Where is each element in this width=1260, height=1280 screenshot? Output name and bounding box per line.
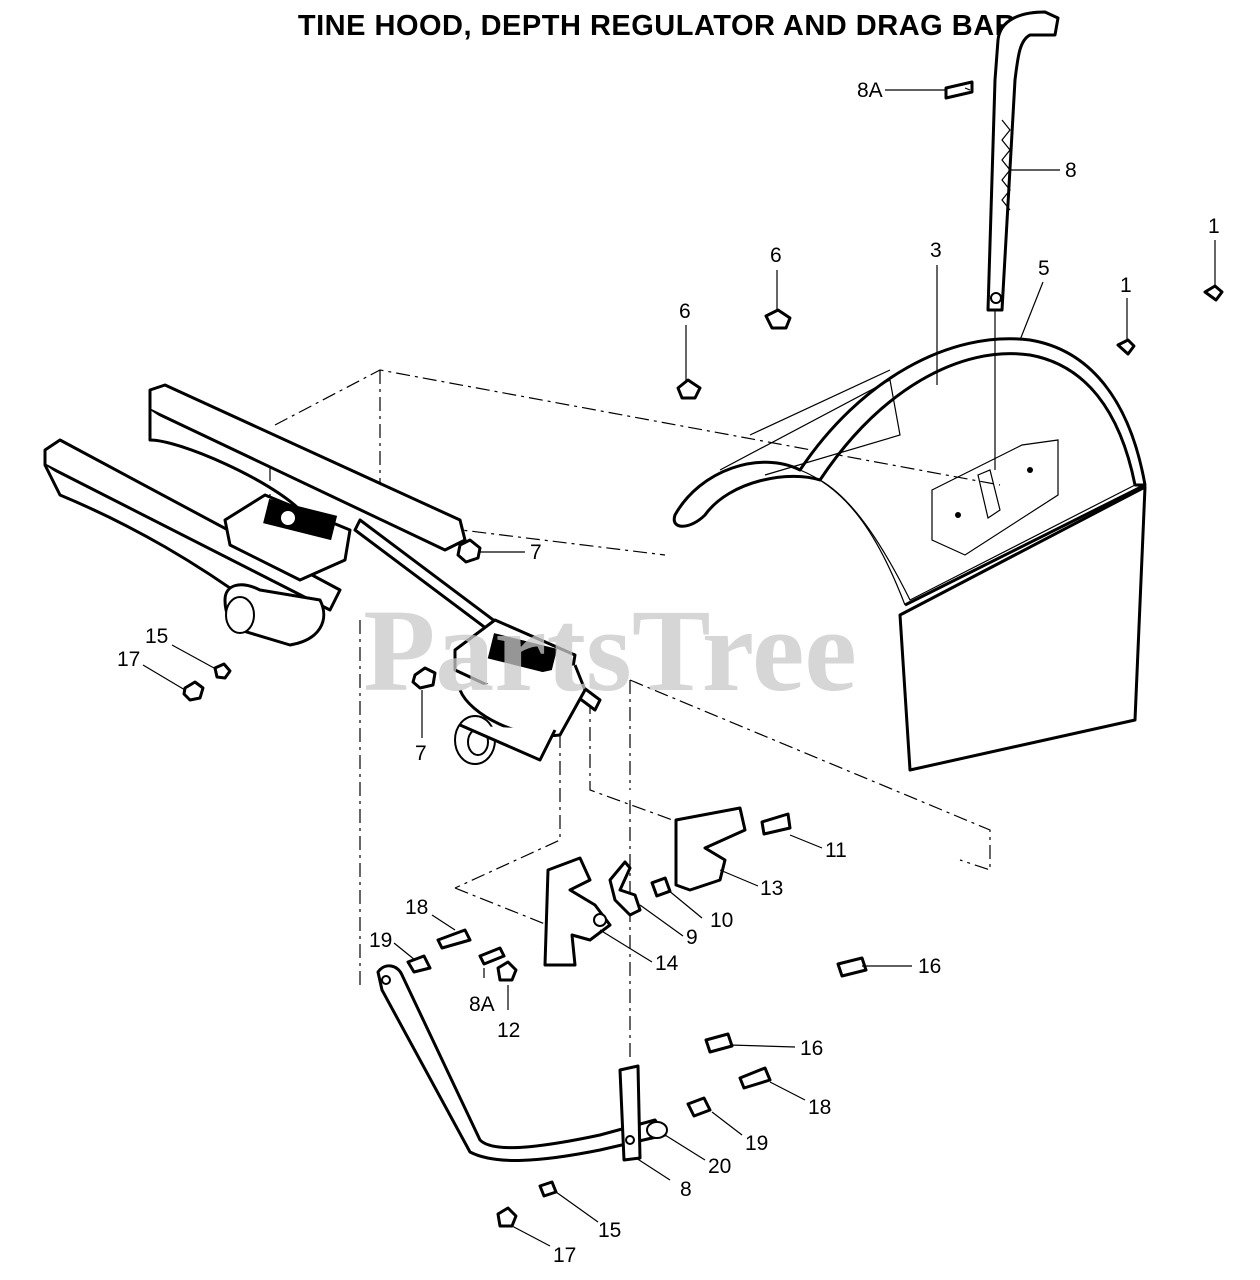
callout-7-upper: 7: [530, 541, 542, 564]
callout-1-right: 1: [1208, 215, 1220, 238]
leader-lines: [142, 87, 1216, 1247]
callout-15-left: 15: [145, 625, 168, 648]
partstree-watermark: PartsTree: [363, 585, 857, 716]
callout-20: 20: [708, 1155, 731, 1178]
callout-16-upper: 16: [918, 955, 941, 978]
callout-7-lower: 7: [415, 742, 427, 765]
reference-lines: [269, 369, 1001, 1060]
depth-regulator-bar: [986, 10, 1060, 470]
callout-5: 5: [1038, 257, 1050, 280]
gear-housing: [453, 618, 587, 765]
drag-bar: [376, 964, 668, 1228]
callout-19-lower: 19: [745, 1132, 768, 1155]
callout-3: 3: [930, 239, 942, 262]
callout-17-left: 17: [117, 648, 140, 671]
callout-8-top: 8: [1065, 159, 1077, 182]
depth-regulator-brackets: [406, 806, 868, 1118]
callout-17-lower: 17: [553, 1244, 576, 1267]
diagram-title: TINE HOOD, DEPTH REGULATOR AND DRAG BAR: [298, 10, 1016, 42]
callout-15-lower: 15: [598, 1219, 621, 1242]
callout-16-lower: 16: [800, 1037, 823, 1060]
callout-18-upper: 18: [405, 896, 428, 919]
callout-12: 12: [497, 1019, 520, 1042]
callout-labels: 8A 8 1 6 3 5 1 6 7 15 17 7 11 13 18 10 9…: [117, 79, 1220, 1267]
callout-6-left: 6: [679, 300, 691, 323]
callout-6-top: 6: [770, 244, 782, 267]
callout-9: 9: [686, 926, 698, 949]
callout-10: 10: [710, 909, 733, 932]
callout-11: 11: [825, 839, 847, 862]
callout-19-upper: 19: [369, 929, 392, 952]
callout-8a-top: 8A: [857, 79, 883, 102]
callout-13: 13: [760, 877, 783, 900]
callout-8-lower: 8: [680, 1178, 692, 1201]
frame-hardware: [182, 80, 1224, 702]
tine-hood: [672, 337, 1147, 772]
callout-8a-lower: 8A: [469, 993, 495, 1016]
callout-18-lower: 18: [808, 1096, 831, 1119]
callout-14: 14: [655, 952, 679, 975]
callout-1-mid: 1: [1120, 274, 1132, 297]
